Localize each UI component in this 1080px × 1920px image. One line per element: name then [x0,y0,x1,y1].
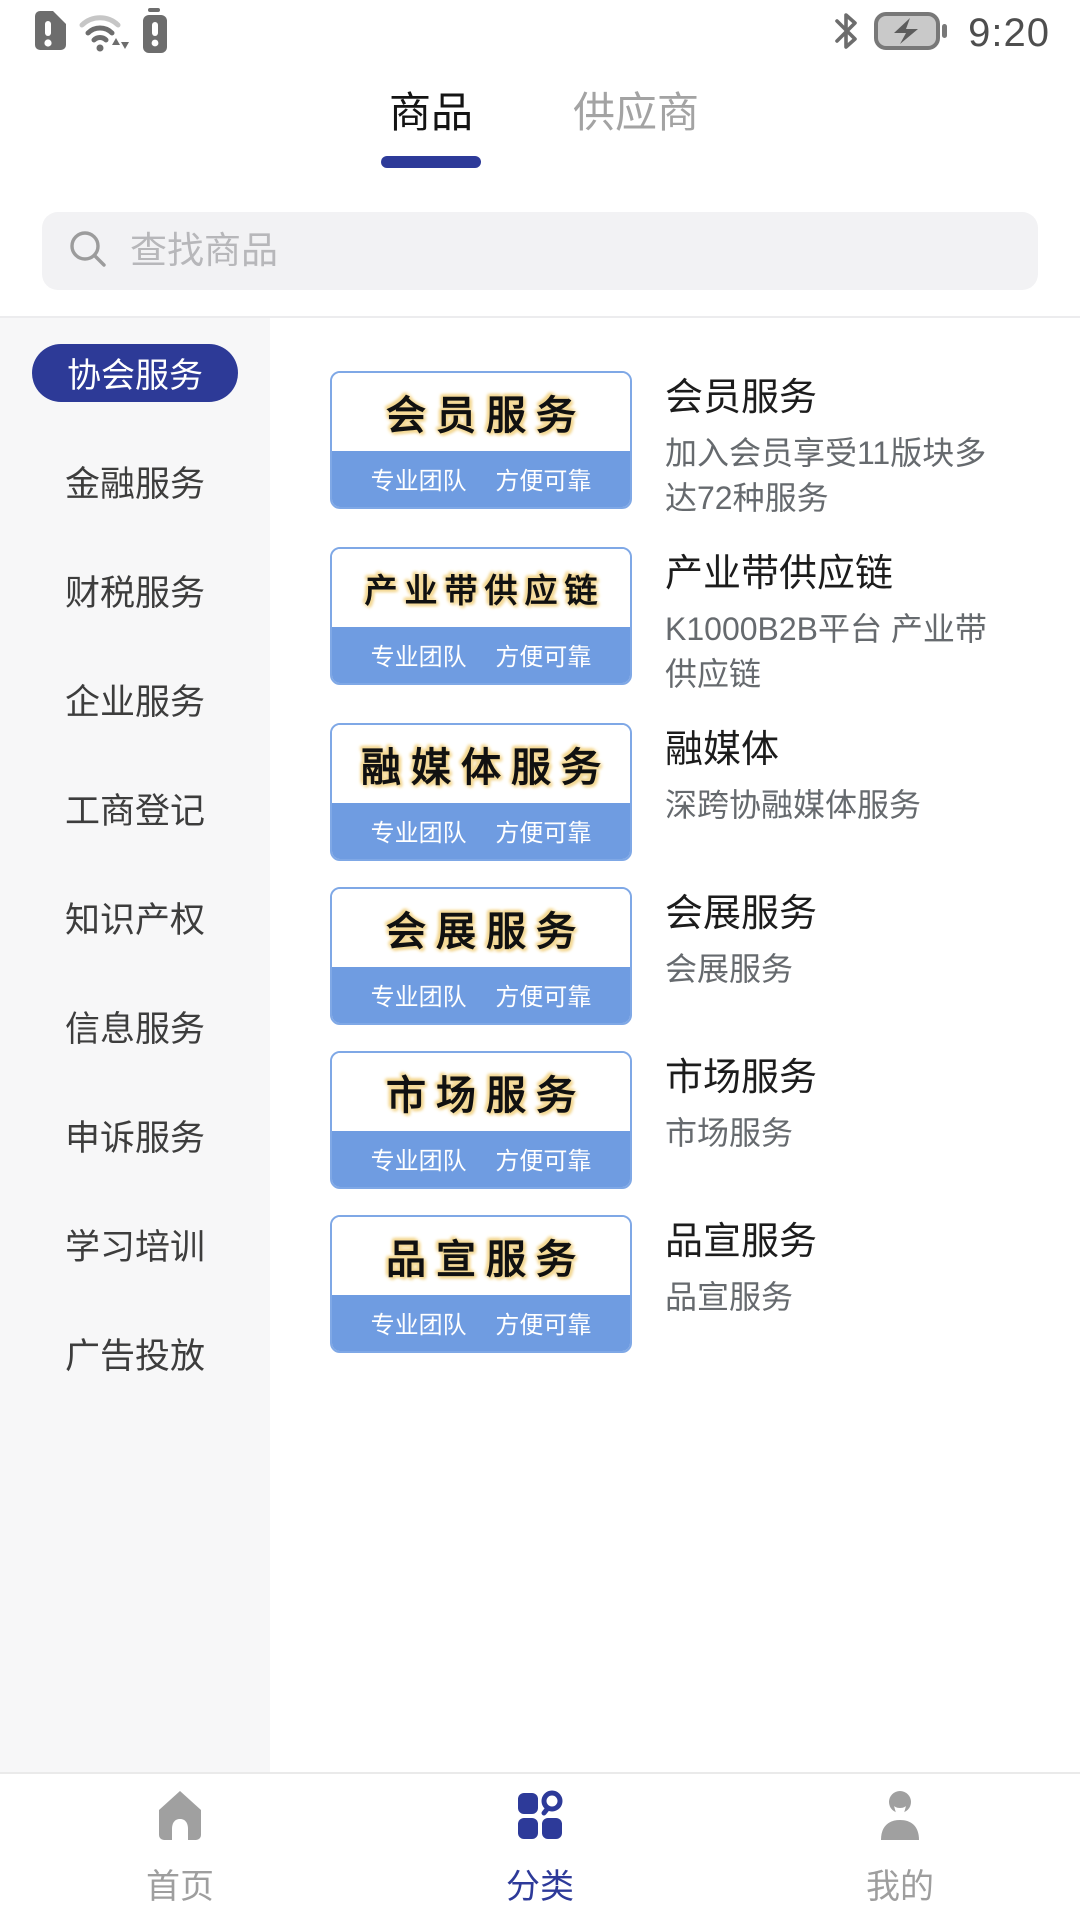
product-title: 融媒体 [665,729,780,771]
bottom-nav-bar: 首页 分类 我的 [0,1772,1080,1920]
status-left-icons [30,7,168,59]
status-time: 9:20 [968,10,1050,55]
product-title: 市场服务 [665,1057,818,1099]
nav-categories-label: 分类 [506,1868,574,1906]
status-right: 9:20 [832,9,1050,58]
nav-item-home[interactable]: 首页 [0,1774,360,1920]
battery-charging-icon [874,9,950,58]
category-search-icon [511,1786,569,1849]
tab-suppliers[interactable]: 供应商 [573,84,699,168]
product-thumbnail: 会展服务 专业团队 方便可靠 [330,887,632,1025]
sidebar-item-tax-services[interactable]: 财税服务 [64,574,205,613]
search-icon [66,227,110,276]
nav-home-label: 首页 [146,1868,214,1906]
product-thumbnail: 会员服务 专业团队 方便可靠 [330,371,632,509]
product-description: 会展服务 [665,951,794,987]
product-title: 会员服务 [665,377,818,419]
sim-warning-icon [30,9,66,58]
product-card-exhibition[interactable]: 会展服务 专业团队 方便可靠 会展服务 会展服务 [330,887,1080,1025]
tab-products-label: 商品 [388,89,473,136]
product-card-market-services[interactable]: 市场服务 专业团队 方便可靠 市场服务 市场服务 [330,1051,1080,1189]
sidebar-item-intellectual-property[interactable]: 知识产权 [64,901,205,940]
battery-warning-icon [142,7,168,59]
product-title: 产业带供应链 [665,553,894,595]
category-sidebar: 协会服务 金融服务 财税服务 企业服务 工商登记 知识产权 信息服务 申诉服务 … [0,318,270,1772]
sidebar-item-appeal-services[interactable]: 申诉服务 [64,1119,205,1158]
search-box[interactable] [42,212,1038,290]
product-title: 品宣服务 [665,1221,818,1263]
sidebar-item-ad-placement[interactable]: 广告投放 [64,1337,205,1376]
wifi-warning-icon [78,9,130,58]
sidebar-item-learning-training[interactable]: 学习培训 [64,1228,205,1267]
product-description: 深跨协融媒体服务 [665,787,922,823]
product-thumbnail: 品宣服务 专业团队 方便可靠 [330,1215,632,1353]
product-title: 会展服务 [665,893,818,935]
sidebar-item-financial-services[interactable]: 金融服务 [64,465,205,504]
product-description: 品宣服务 [665,1279,794,1315]
product-card-brand-promotion[interactable]: 品宣服务 专业团队 方便可靠 品宣服务 品宣服务 [330,1215,1080,1353]
sidebar-item-information-services[interactable]: 信息服务 [64,1010,205,1049]
product-thumbnail: 市场服务 专业团队 方便可靠 [330,1051,632,1189]
product-list: 会员服务 专业团队 方便可靠 会员服务 加入会员享受11版块多达72种服务 产业… [270,318,1080,1772]
nav-profile-label: 我的 [866,1868,934,1906]
product-thumbnail: 融媒体服务 专业团队 方便可靠 [330,723,632,861]
bluetooth-icon [832,9,862,58]
profile-icon [871,1786,929,1849]
sidebar-item-business-registration[interactable]: 工商登记 [64,792,205,831]
tab-active-underline [380,156,481,168]
product-card-membership[interactable]: 会员服务 专业团队 方便可靠 会员服务 加入会员享受11版块多达72种服务 [330,371,1080,521]
product-card-industrial-supply-chain[interactable]: 产业带供应链 专业团队 方便可靠 产业带供应链 K1000B2B平台 产业带供应… [330,547,1080,697]
home-icon [151,1786,209,1849]
sidebar-bottom-fill [0,1764,270,1772]
product-description: 加入会员享受11版块多达72种服务 [665,435,987,516]
status-bar: 9:20 [0,0,1080,60]
tab-suppliers-label: 供应商 [572,89,699,136]
product-thumbnail: 产业带供应链 专业团队 方便可靠 [330,547,632,685]
product-description: 市场服务 [665,1115,794,1151]
sidebar-item-association-services[interactable]: 协会服务 [0,318,270,427]
search-input[interactable] [128,229,1014,273]
header-divider [0,316,1080,318]
product-card-converged-media[interactable]: 融媒体服务 专业团队 方便可靠 融媒体 深跨协融媒体服务 [330,723,1080,861]
search-row [42,212,1038,290]
tab-products[interactable]: 商品 [380,84,481,168]
nav-item-categories[interactable]: 分类 [360,1774,720,1920]
sidebar-item-enterprise-services[interactable]: 企业服务 [64,683,205,722]
nav-item-profile[interactable]: 我的 [720,1774,1080,1920]
product-description: K1000B2B平台 产业带供应链 [665,611,987,692]
top-tab-bar: 商品 供应商 [0,60,1080,168]
